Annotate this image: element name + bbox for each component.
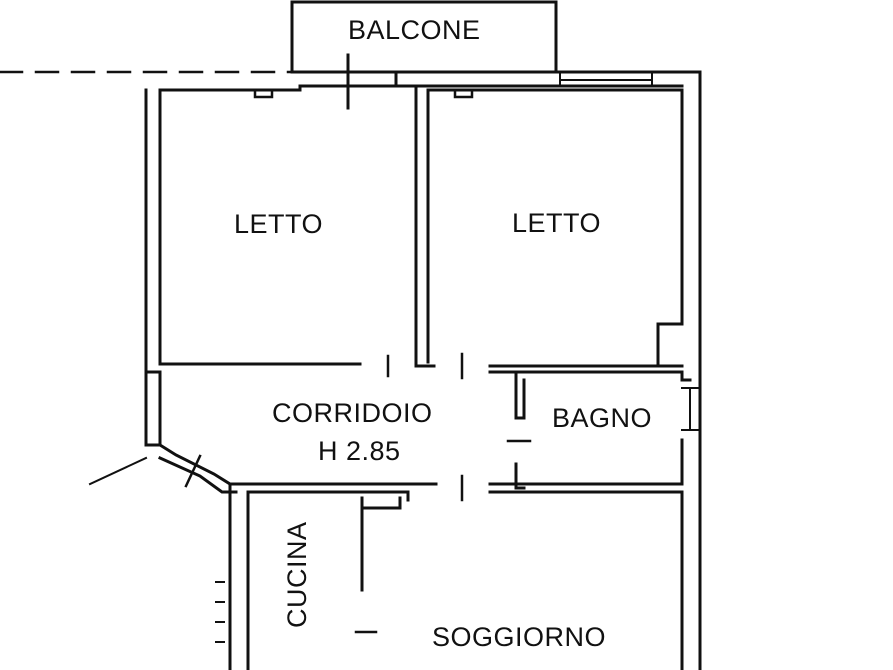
outer-wall-top <box>290 70 702 670</box>
bedroom-2-notch <box>453 88 474 99</box>
room-label-letto-2: LETTO <box>512 208 602 238</box>
corridor-left <box>144 370 162 447</box>
bath-top <box>488 370 692 382</box>
room-label-bagno: BAGNO <box>552 403 653 433</box>
bedroom-1-top <box>158 84 302 92</box>
room-label-cucina: CUCINA <box>282 521 312 628</box>
room-label-balcone: BALCONE <box>348 15 481 45</box>
corridor-bottom-inner <box>248 490 410 502</box>
bedroom-1-right <box>414 88 436 368</box>
room-label-letto-1: LETTO <box>234 209 324 239</box>
bedroom-1-right-inner <box>394 70 430 364</box>
kitchen-partition <box>360 496 402 592</box>
bath-window <box>681 387 701 431</box>
living-top <box>488 490 684 670</box>
kitchen-left-ticks <box>215 581 225 643</box>
entrance-wall <box>144 443 233 487</box>
room-label-corridoio: CORRIDOIO <box>272 398 433 428</box>
entrance-door-mark <box>184 454 202 488</box>
ceiling-height-label: H 2.85 <box>318 436 401 466</box>
balcony-window <box>559 71 653 87</box>
balcony-outline <box>290 0 558 74</box>
bath-left-stub <box>514 370 526 420</box>
room-label-soggiorno: SOGGIORNO <box>432 622 607 652</box>
bedroom-2-right <box>656 88 684 368</box>
bedroom-1-notch <box>253 88 274 99</box>
bath-bottom-stub <box>514 462 526 490</box>
entrance-door-swing <box>88 456 148 486</box>
